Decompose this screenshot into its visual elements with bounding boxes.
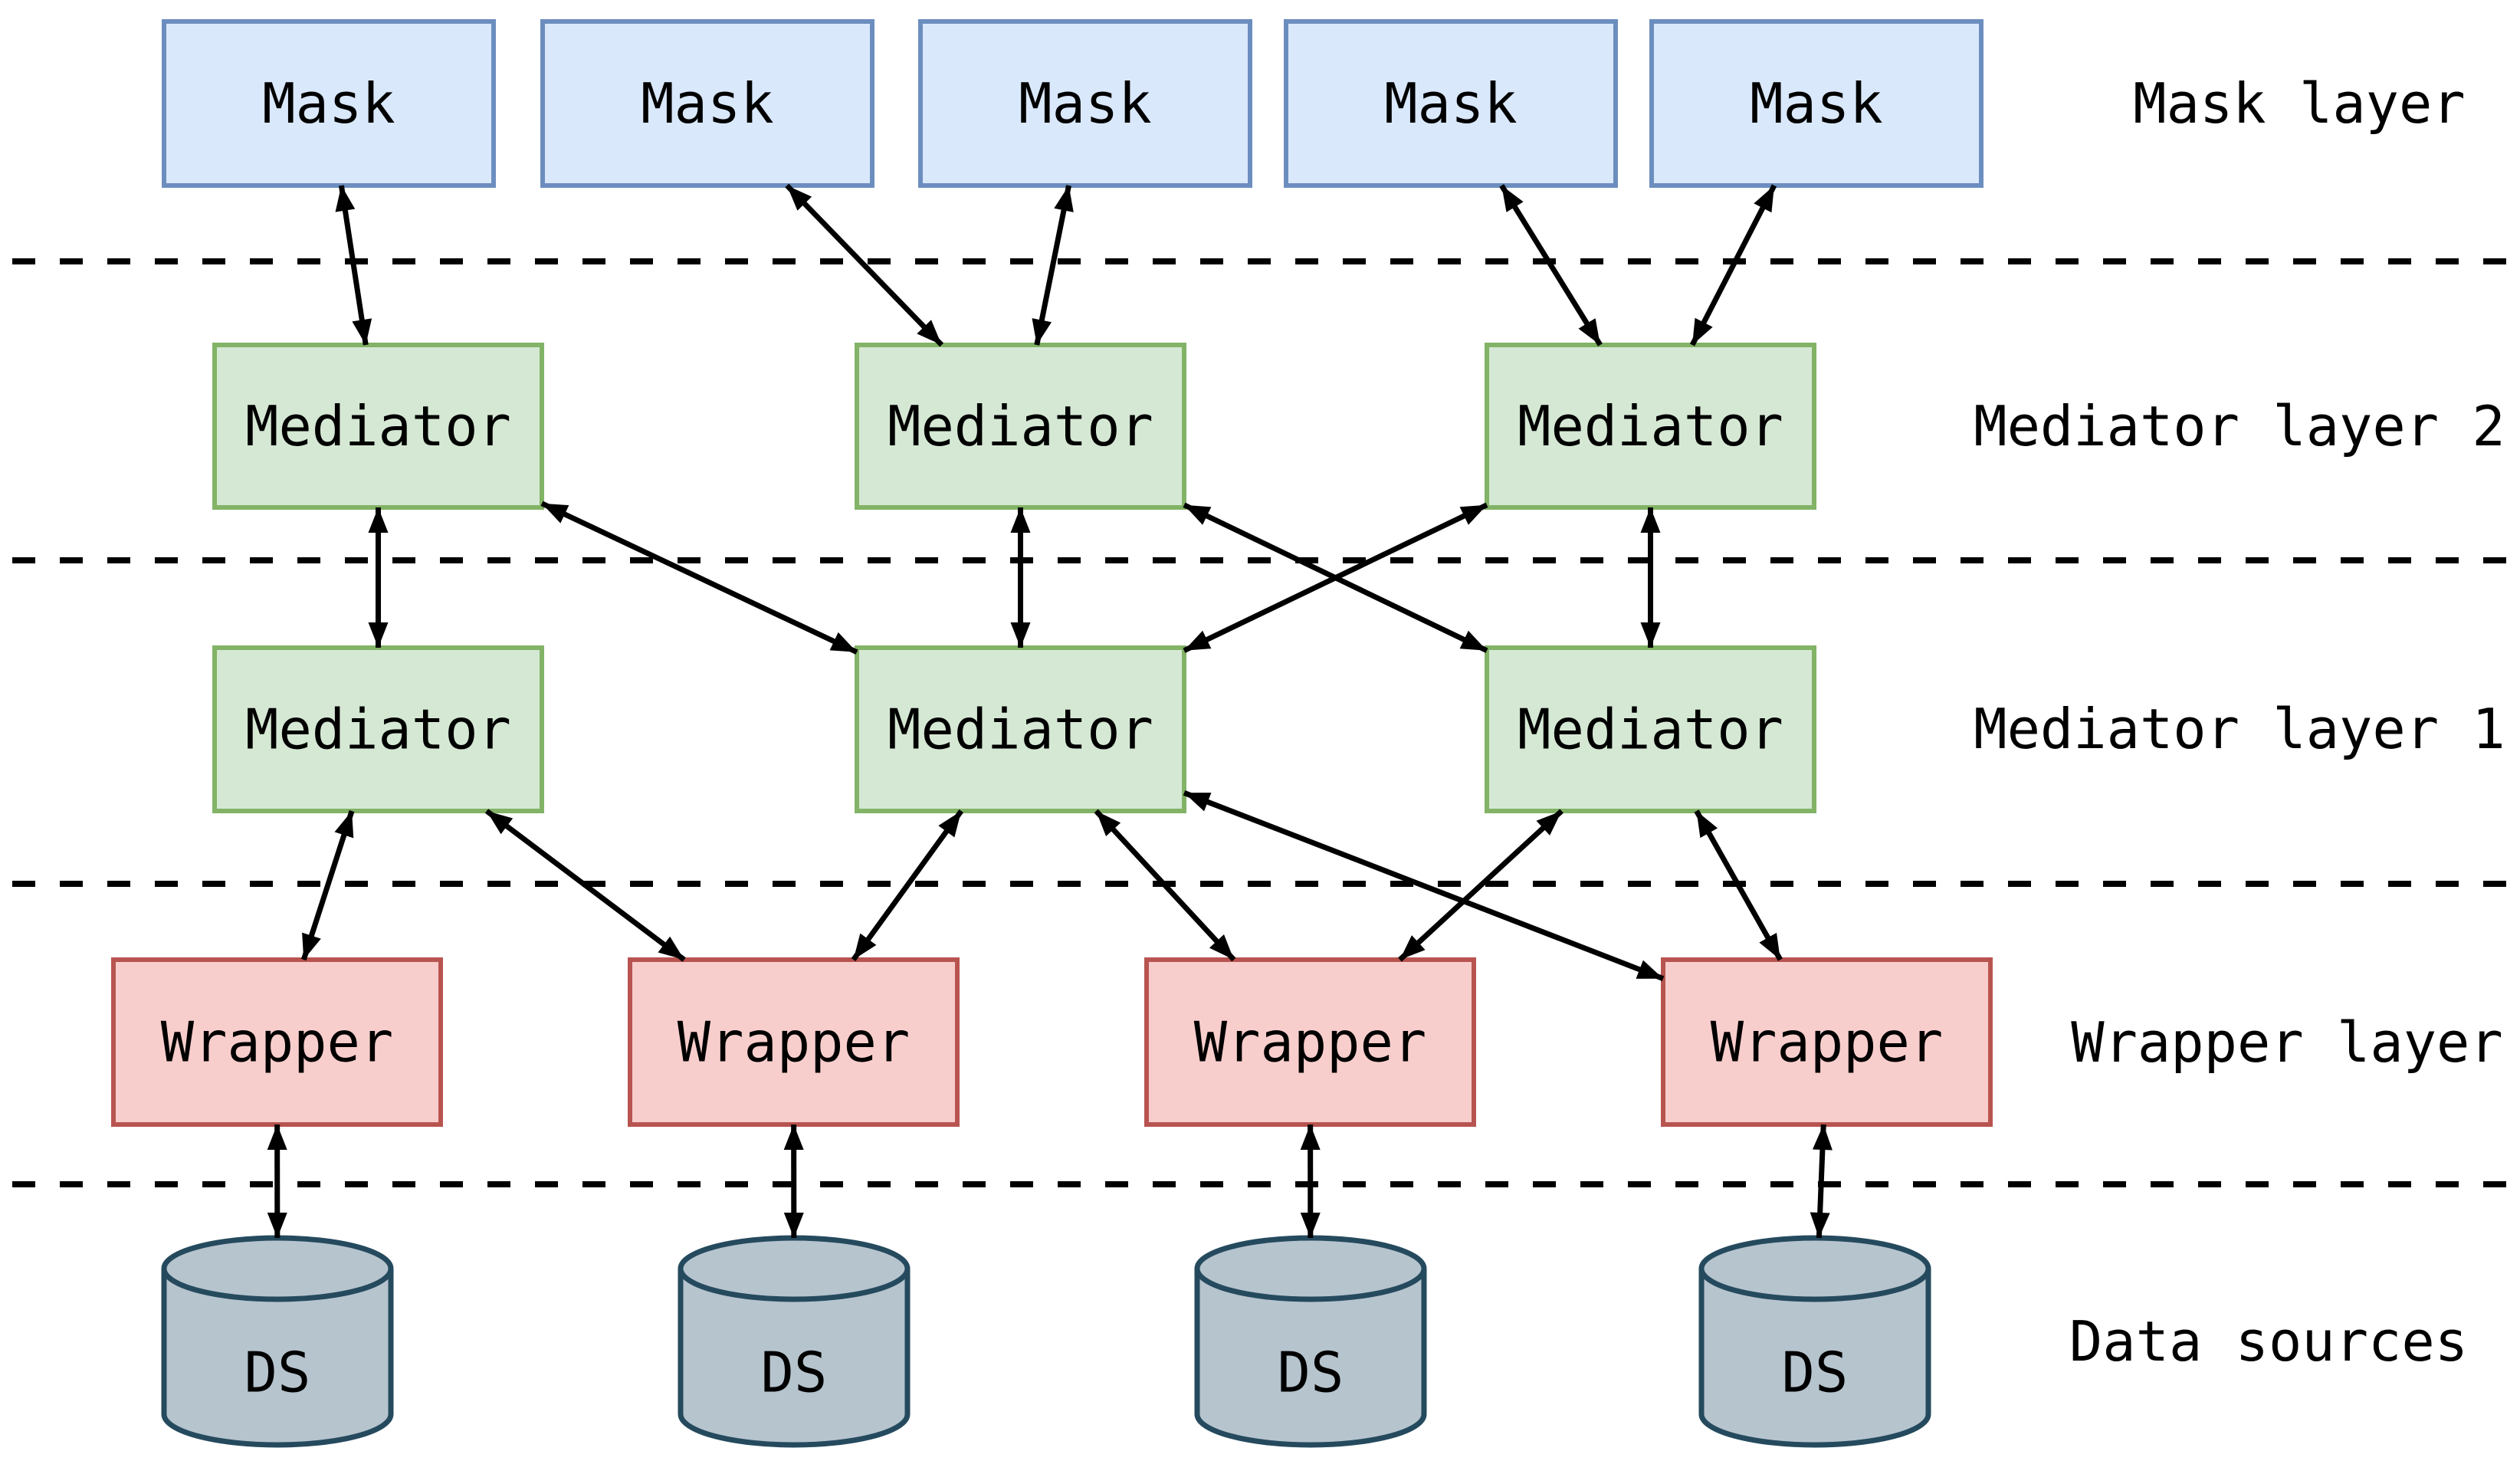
node-ds-1: DS [161, 1235, 394, 1448]
node-ds-2-label: DS [761, 1341, 828, 1405]
edge-med1-1--wrapper-1 [300, 809, 355, 961]
label-data-sources: Data sources [2069, 1309, 2468, 1374]
node-med2-1-box [212, 343, 544, 510]
node-mask-3: Mask [918, 19, 1252, 188]
edge-mask-4--med2-3 [1499, 184, 1603, 346]
node-mask-2: Mask [540, 19, 874, 188]
node-wrapper-4-box [1661, 957, 1993, 1127]
node-med1-2-box [855, 645, 1186, 813]
node-mask-4-label: Mask [1384, 71, 1517, 136]
node-ds-2: DS [678, 1235, 911, 1448]
node-mask-1-label: Mask [262, 71, 395, 136]
node-mask-5: Mask [1649, 19, 1984, 188]
node-ds-2-cylinder-rim [678, 1268, 911, 1302]
node-med1-3: Mediator [1485, 645, 1816, 813]
node-mask-5-box [1649, 19, 1984, 188]
node-med2-1: Mediator [212, 343, 544, 510]
node-wrapper-2-label: Wrapper [678, 1010, 910, 1075]
node-ds-4-label: DS [1782, 1341, 1849, 1405]
node-med2-3: Mediator [1485, 343, 1816, 510]
node-mask-4: Mask [1284, 19, 1618, 188]
edge-mask-3--med2-2 [1032, 185, 1074, 346]
node-med2-2-box [855, 343, 1186, 510]
node-med2-2: Mediator [855, 343, 1186, 510]
node-wrapper-2: Wrapper [628, 957, 960, 1127]
node-ds-1-cylinder [161, 1235, 394, 1448]
node-ds-1-label: DS [244, 1341, 311, 1405]
edge-med1-1--wrapper-2 [484, 809, 686, 962]
node-med1-3-label: Mediator [1518, 698, 1783, 762]
node-wrapper-1: Wrapper [111, 957, 443, 1127]
label-wrapper-layer: Wrapper layer [2071, 1010, 2503, 1075]
node-wrapper-3-box [1144, 957, 1476, 1127]
node-med1-1-label: Mediator [245, 698, 511, 762]
label-mask-layer: Mask layer [2133, 71, 2465, 136]
node-wrapper-3-label: Wrapper [1194, 1010, 1426, 1075]
edge-med2-3--med1-2 [1183, 502, 1488, 653]
node-mask-1: Mask [162, 19, 496, 188]
node-med1-2-label: Mediator [888, 698, 1153, 762]
node-mask-4-box [1284, 19, 1618, 188]
edge-wrapper-4--ds-4 [1810, 1124, 1833, 1239]
node-mask-2-label: Mask [641, 71, 773, 136]
node-med2-2-label: Mediator [888, 394, 1153, 458]
node-med1-3-box [1485, 645, 1816, 813]
node-wrapper-4: Wrapper [1661, 957, 1993, 1127]
node-wrapper-1-label: Wrapper [161, 1010, 393, 1075]
node-ds-3-label: DS [1278, 1341, 1344, 1405]
node-mask-3-box [918, 19, 1252, 188]
edge-med1-2--wrapper-2 [851, 809, 964, 962]
edge-med1-3--wrapper-3 [1398, 809, 1564, 962]
node-mask-1-box [162, 19, 496, 188]
node-ds-4-cylinder [1698, 1235, 1931, 1448]
node-wrapper-3: Wrapper [1144, 957, 1476, 1127]
label-mediator-layer-2: Mediator layer 2 [1974, 394, 2505, 458]
layer-labels-text: Mask layer Mediator layer 2 Mediator lay… [1974, 71, 2505, 1374]
node-med1-1-box [212, 645, 544, 813]
node-mask-2-box [540, 19, 874, 188]
node-ds-3: DS [1194, 1235, 1427, 1448]
node-ds-2-cylinder [678, 1235, 911, 1448]
label-mediator-layer-1: Mediator layer 1 [1974, 697, 2505, 761]
node-mask-5-label: Mask [1750, 71, 1882, 136]
edge-mask-1--med2-1 [335, 185, 372, 346]
node-wrapper-1-box [111, 957, 443, 1127]
edge-med1-3--wrapper-4 [1694, 809, 1783, 961]
node-med1-2: Mediator [855, 645, 1186, 813]
node-wrapper-4-label: Wrapper [1711, 1010, 1943, 1075]
node-ds-4: DS [1698, 1235, 1931, 1448]
node-ds-1-cylinder-rim [161, 1268, 394, 1302]
node-med2-1-label: Mediator [245, 394, 511, 458]
node-ds-3-cylinder-rim [1194, 1268, 1427, 1302]
diagram-edges [267, 183, 1833, 1239]
node-med2-3-box [1485, 343, 1816, 510]
node-med1-1: Mediator [212, 645, 544, 813]
edge-mask-2--med2-2 [785, 183, 944, 347]
node-ds-4-cylinder-rim [1698, 1268, 1931, 1302]
node-mask-3-label: Mask [1019, 71, 1151, 136]
edge-med2-1--med1-2 [540, 501, 858, 655]
node-med2-3-label: Mediator [1518, 394, 1783, 458]
node-ds-3-cylinder [1194, 1235, 1427, 1448]
edge-mask-5--med2-3 [1689, 184, 1777, 346]
